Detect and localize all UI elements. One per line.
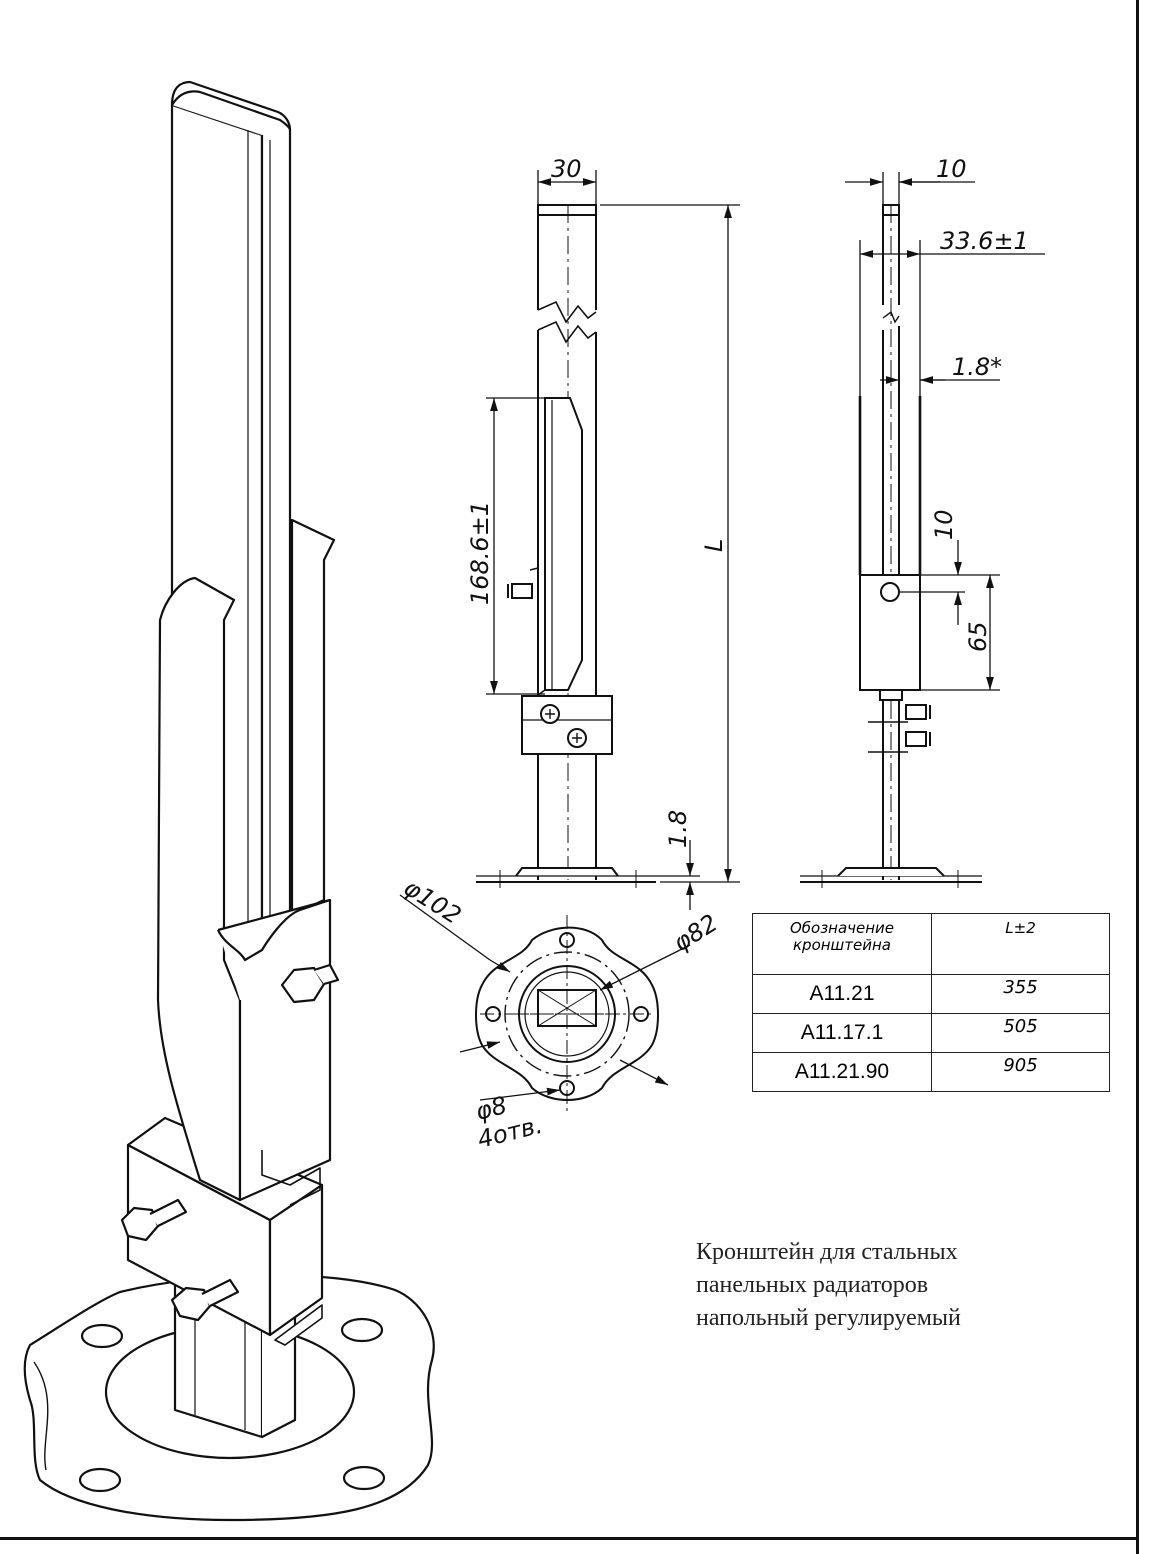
dim-slide-length: 168.6±1 [466,501,494,605]
header-designation-line1: Обозначение [789,919,895,937]
row-length: 355 [931,974,1110,1014]
side-view-dimensions [845,172,1045,691]
dim-outer-diameter: φ102 [399,873,466,929]
caption-line-2: панельных радиаторов [696,1272,929,1298]
clamp-block [521,695,613,755]
row-length-value: 905 [1003,1055,1038,1076]
row-code: A11.17.1 [752,1013,932,1053]
slide-plate [544,397,583,691]
dim-total-length: L [700,539,728,552]
row-code: A11.21 [752,974,932,1014]
table-row: A11.21 355 [752,974,1110,1014]
dim-clamp-height: 65 [964,621,992,652]
front-view-dimensions [486,170,740,910]
side-view [800,204,982,888]
dim-side-width: 33.6±1 [940,227,1029,255]
caption-line-3: напольный регулируемый [696,1305,961,1331]
drawing-caption: Кронштейн для стальных панельных радиато… [696,1236,1116,1335]
hex-bolt-lower-1 [120,1198,188,1242]
row-length-value: 505 [1003,1016,1038,1037]
header-designation-line2: кронштейна [792,936,891,954]
upper-channel [290,518,336,917]
dim-base-thickness: 1.8 [664,810,692,848]
frame-border-right [1136,0,1139,1554]
frame-border-bottom [0,1537,1139,1540]
plan-view-dimensions [399,894,691,1101]
isometric-view [23,80,435,1522]
dim-wall-thickness: 1.8* [952,353,1002,381]
adjustable-slide [156,576,242,1202]
table-row: A11.21.90 905 [752,1052,1110,1092]
caption-line-1: Кронштейн для стальных [696,1239,958,1265]
front-view [476,204,656,888]
hex-bolt-lower-2 [170,1278,240,1322]
table-row: A11.17.1 505 [752,1013,1110,1053]
specification-table: Обозначение кронштейна L±2 A11.21 355 A1… [752,913,1110,1092]
dim-front-width: 30 [551,155,582,183]
plan-view [475,915,659,1112]
dim-clamp-offset: 10 [930,509,958,540]
row-length: 505 [931,1013,1110,1053]
table-header-row: Обозначение кронштейна L±2 [752,913,1110,975]
dim-side-thickness: 10 [936,155,967,183]
row-code: A11.21.90 [752,1052,932,1092]
dim-circle-diameter: φ82 [668,909,722,957]
header-designation: Обозначение кронштейна [752,913,932,975]
hex-bolt-upper [280,963,340,1004]
row-length-value: 355 [1003,977,1038,998]
row-length: 905 [931,1052,1110,1092]
break-line [537,300,597,324]
header-length: L±2 [931,913,1110,975]
